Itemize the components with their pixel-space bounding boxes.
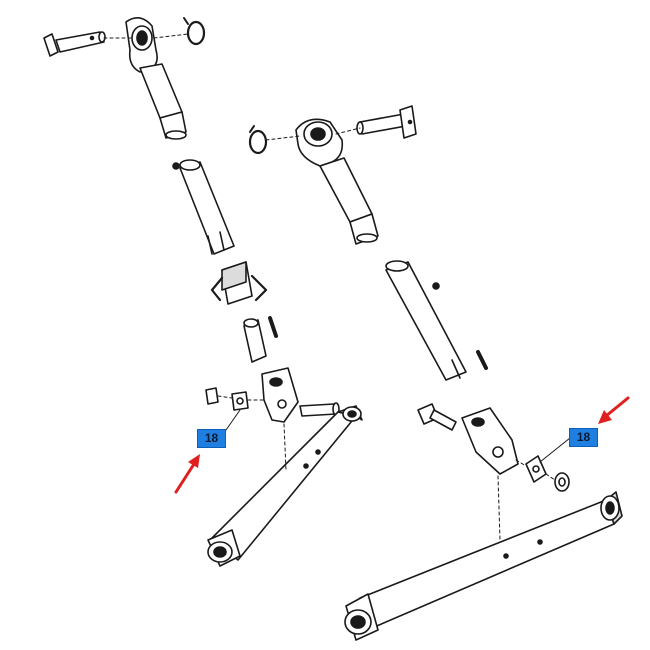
yoke-left bbox=[261, 367, 299, 423]
dash-line bbox=[265, 127, 361, 141]
pin-middle-left bbox=[243, 318, 267, 363]
arrow-left bbox=[174, 454, 200, 494]
upper-lift-tube-left bbox=[139, 63, 187, 140]
clevis-pin-top-right bbox=[356, 105, 417, 139]
dash-line bbox=[497, 475, 501, 541]
dash-line bbox=[283, 423, 287, 471]
ball-joint-top-left bbox=[125, 17, 158, 73]
dash-line bbox=[515, 459, 556, 481]
dash-line bbox=[217, 395, 267, 401]
pin-yoke-right bbox=[417, 403, 457, 431]
nut-right bbox=[554, 472, 570, 492]
dash-line bbox=[103, 33, 189, 39]
part-callout-left: 18 bbox=[197, 429, 226, 448]
lift-rod-right bbox=[385, 260, 467, 381]
arrow-right bbox=[598, 396, 630, 424]
upper-lift-tube-right bbox=[319, 157, 379, 245]
ball-joint-top-right bbox=[295, 118, 344, 167]
washer-left bbox=[231, 391, 249, 411]
roll-pin-right bbox=[476, 350, 488, 370]
square-guide-left bbox=[210, 261, 268, 305]
lift-rod-left bbox=[179, 159, 235, 255]
part-callout-right: 18 bbox=[569, 428, 598, 447]
roll-pin-left bbox=[268, 316, 278, 338]
lower-link-left bbox=[207, 405, 363, 567]
yoke-right bbox=[461, 407, 519, 475]
bolt-left bbox=[172, 162, 180, 170]
clevis-pin-top-left bbox=[43, 31, 106, 57]
callout-leader bbox=[539, 437, 571, 463]
callout-leader bbox=[225, 409, 241, 431]
bolt-right bbox=[432, 282, 440, 290]
nut-left bbox=[205, 387, 219, 405]
lynch-pin-top-left bbox=[183, 17, 206, 46]
pin-yoke-left bbox=[299, 402, 340, 417]
lynch-pin-top-right bbox=[248, 125, 268, 155]
lower-link-right bbox=[344, 491, 623, 641]
